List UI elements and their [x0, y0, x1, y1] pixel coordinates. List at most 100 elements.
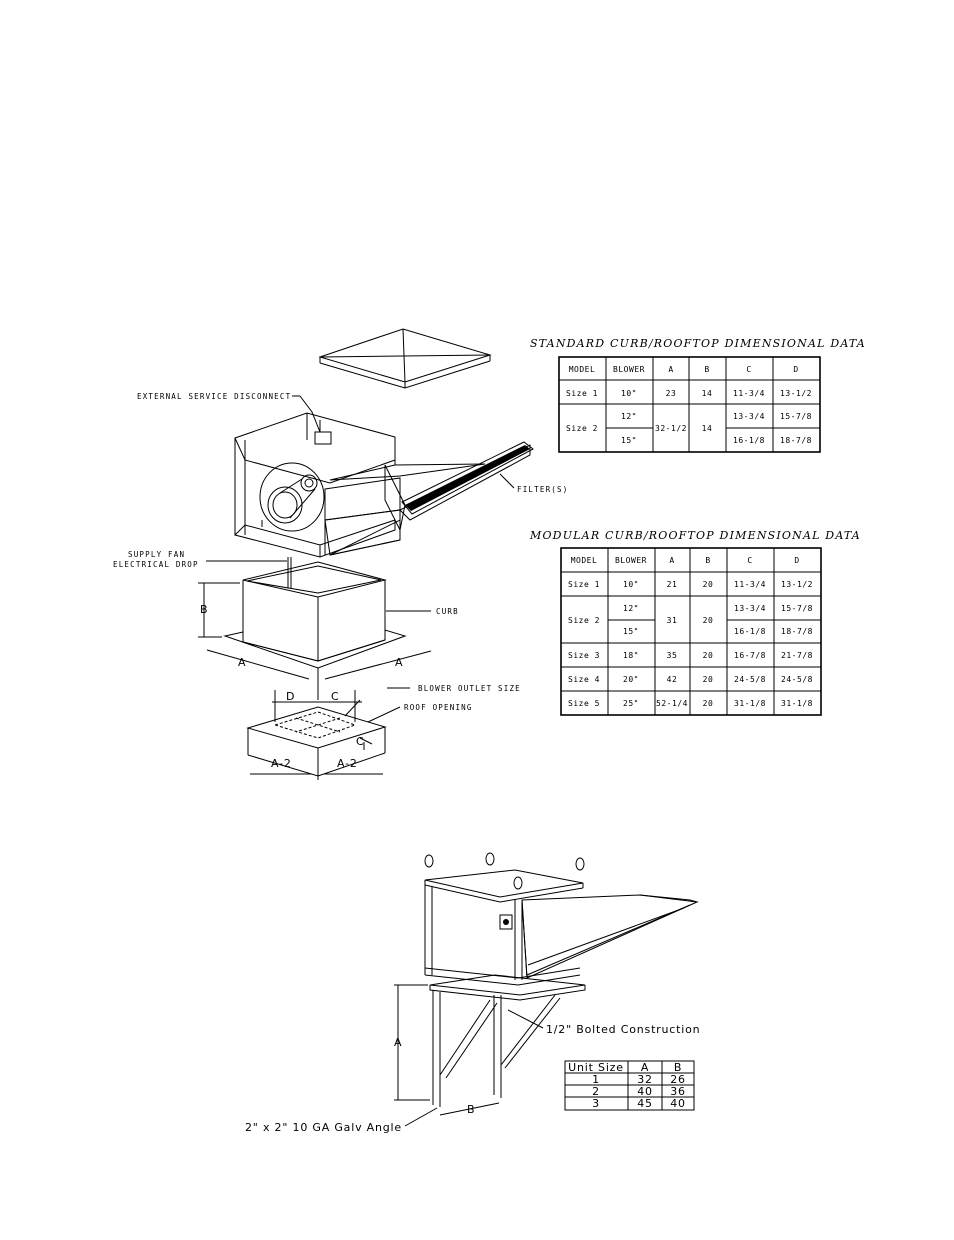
- std-size2-d2: 18-7/8: [780, 436, 812, 445]
- mod-size4-blower: 20": [623, 675, 639, 684]
- label-external-disconnect: EXTERNAL SERVICE DISCONNECT: [137, 392, 291, 401]
- label-galv-angle: 2" x 2" 10 GA Galv Angle: [245, 1121, 402, 1134]
- mod-size5-d: 31-1/8: [781, 699, 813, 708]
- mod-size4-model: Size 4: [568, 675, 600, 684]
- std-header-b: B: [704, 365, 709, 374]
- modular-table: MODULAR CURB/ROOFTOP DIMENSIONAL DATA MO…: [529, 529, 861, 716]
- label-supply-fan: SUPPLY FAN: [128, 550, 185, 559]
- dim-a2-right-label: A-2: [337, 757, 358, 770]
- mod-size5-b: 20: [703, 699, 714, 708]
- std-header-model: MODEL: [569, 365, 596, 374]
- hood-lid: [318, 328, 492, 389]
- label-curb: CURB: [436, 607, 459, 616]
- std-size1-b: 14: [702, 389, 713, 398]
- mod-size2-d1: 15-7/8: [781, 604, 813, 613]
- std-size1-c: 11-3/4: [733, 389, 765, 398]
- unit-row3-a: 45: [637, 1097, 653, 1110]
- std-header-a: A: [668, 365, 673, 374]
- mod-size5-model: Size 5: [568, 699, 600, 708]
- mod-size1-d: 13-1/2: [781, 580, 813, 589]
- mod-size2-model: Size 2: [568, 616, 600, 625]
- stand-dim-a-label: A: [394, 1036, 402, 1049]
- unit-row1-b: 26: [670, 1073, 686, 1086]
- mod-header-c: C: [747, 556, 752, 565]
- mod-header-a: A: [669, 556, 674, 565]
- std-size2-c2: 16-1/8: [733, 436, 765, 445]
- mod-size4-a: 42: [667, 675, 678, 684]
- dim-a-right-label: A: [395, 656, 403, 669]
- std-size2-c1: 13-3/4: [733, 412, 765, 421]
- mod-size3-d: 21-7/8: [781, 651, 813, 660]
- label-filters: FILTER(S): [517, 485, 568, 494]
- mod-size1-c: 11-3/4: [734, 580, 766, 589]
- dim-c-label: C: [331, 690, 339, 703]
- std-size2-b: 14: [702, 424, 713, 433]
- mod-size5-blower: 25": [623, 699, 639, 708]
- label-electrical-drop: ELECTRICAL DROP: [113, 560, 199, 569]
- mod-size1-b: 20: [703, 580, 714, 589]
- std-size1-d: 13-1/2: [780, 389, 812, 398]
- curb: [223, 561, 407, 669]
- mod-header-d: D: [794, 556, 799, 565]
- unit-header-size: Unit Size: [568, 1061, 624, 1074]
- std-size2-model: Size 2: [566, 424, 598, 433]
- std-size1-model: Size 1: [566, 389, 598, 398]
- mod-size2-a: 31: [667, 616, 678, 625]
- mod-size5-c: 31-1/8: [734, 699, 766, 708]
- dim-c-side-label: C: [356, 735, 364, 748]
- unit-row1-size: 1: [592, 1073, 600, 1086]
- mod-size3-model: Size 3: [568, 651, 600, 660]
- mod-size3-b: 20: [703, 651, 714, 660]
- mod-header-b: B: [705, 556, 710, 565]
- mod-size4-d: 24-5/8: [781, 675, 813, 684]
- mod-size2-b: 20: [703, 616, 714, 625]
- mod-header-blower: BLOWER: [615, 556, 647, 565]
- dim-b-label: B: [200, 603, 208, 616]
- label-roof-opening: ROOF OPENING: [404, 703, 473, 712]
- mod-size1-model: Size 1: [568, 580, 600, 589]
- std-size2-d1: 15-7/8: [780, 412, 812, 421]
- dim-a2-left-label: A-2: [271, 757, 292, 770]
- dim-a-left-label: A: [238, 656, 246, 669]
- curb-exploded-view: EXTERNAL SERVICE DISCONNECT FILTER(S) SU…: [113, 328, 568, 780]
- mod-size2-blower1: 12": [623, 604, 639, 613]
- modular-table-title: MODULAR CURB/ROOFTOP DIMENSIONAL DATA: [529, 529, 861, 542]
- mod-size4-c: 24-5/8: [734, 675, 766, 684]
- fan-housing: [234, 412, 534, 558]
- std-size1-blower: 10": [621, 389, 637, 398]
- mod-size1-blower: 10": [623, 580, 639, 589]
- stand-dim-b-label: B: [467, 1103, 475, 1116]
- filter-panel: [405, 445, 530, 511]
- standard-table-title: STANDARD CURB/ROOFTOP DIMENSIONAL DATA: [530, 337, 866, 350]
- stand-view: A B 1/2" Bolted Construction 2" x 2" 10 …: [245, 852, 700, 1134]
- roof-opening-detail: [246, 690, 387, 780]
- unit-size-table: Unit Size A B 1 32 26 2 40 36 3 45 40: [564, 1060, 695, 1111]
- mod-size2-c2: 16-1/8: [734, 627, 766, 636]
- mod-size1-a: 21: [667, 580, 678, 589]
- label-blower-outlet: BLOWER OUTLET SIZE: [418, 684, 521, 693]
- label-bolted-construction: 1/2" Bolted Construction: [546, 1023, 700, 1036]
- mod-size5-a: 52-1/4: [656, 699, 688, 708]
- std-header-c: C: [746, 365, 751, 374]
- mod-size3-c: 16-7/8: [734, 651, 766, 660]
- unit-header-b: B: [674, 1061, 682, 1074]
- unit-row3-size: 3: [592, 1097, 600, 1110]
- standard-table: STANDARD CURB/ROOFTOP DIMENSIONAL DATA M…: [530, 337, 866, 453]
- unit-row1-a: 32: [637, 1073, 653, 1086]
- mod-size4-b: 20: [703, 675, 714, 684]
- std-size2-blower1: 12": [621, 412, 637, 421]
- unit-row2-b: 36: [670, 1085, 686, 1098]
- mod-size2-c1: 13-3/4: [734, 604, 766, 613]
- mod-size3-a: 35: [667, 651, 678, 660]
- dim-d-label: D: [286, 690, 295, 703]
- mod-size3-blower: 18": [623, 651, 639, 660]
- unit-row3-b: 40: [670, 1097, 686, 1110]
- std-header-blower: BLOWER: [613, 365, 645, 374]
- unit-header-a: A: [641, 1061, 649, 1074]
- std-size1-a: 23: [666, 389, 677, 398]
- mod-size2-d2: 18-7/8: [781, 627, 813, 636]
- std-size2-blower2: 15": [621, 436, 637, 445]
- mod-header-model: MODEL: [571, 556, 598, 565]
- std-header-d: D: [793, 365, 798, 374]
